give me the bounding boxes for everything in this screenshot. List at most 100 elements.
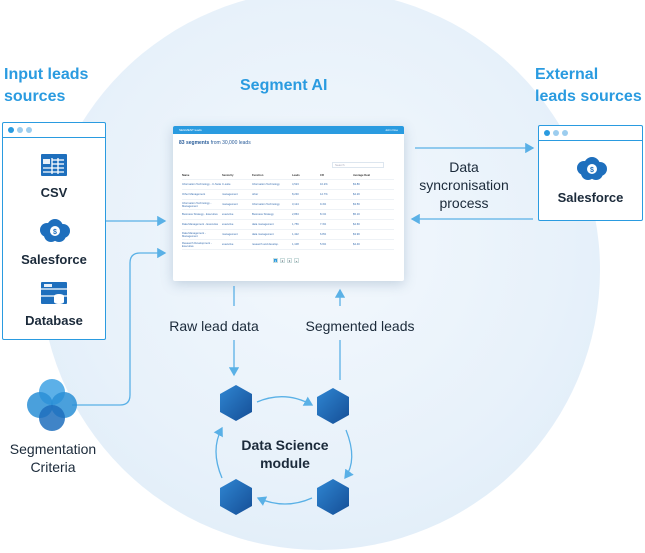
column-header[interactable]: Name [182,174,190,177]
window-dot-icon [544,130,550,136]
cycle-arrow-top [256,396,314,406]
window-bar [3,123,105,138]
table-cell: Information Technology - C-Suite [182,183,222,186]
label-line: process [439,195,489,211]
table-cell: $4.4K [353,243,361,246]
table-cell: 7.3% [320,223,327,226]
salesforce-icon: $ [40,219,70,242]
heading-line: leads sources [535,88,642,105]
table-row[interactable]: Data Management - Management management da… [182,230,394,240]
source-salesforce[interactable]: $ Salesforce [3,218,105,267]
external-sources-panel: $ Salesforce [538,125,643,221]
raw-lead-data-label: Raw lead data [169,318,259,334]
table-cell: 8.1% [320,213,327,216]
salesforce-icon: $ [576,157,607,180]
table-cell: 2,863 [292,213,299,216]
segmentation-criteria-label: Segmentation Criteria [0,440,106,476]
column-header[interactable]: Function [252,174,264,177]
table-cell: C-suite [222,183,231,186]
page-button[interactable]: 3 [287,258,292,263]
page-button[interactable]: 2 [280,258,285,263]
label-line: Criteria [30,459,76,475]
dashboard-search-input[interactable]: Search [332,162,384,168]
table-cell: executive [222,223,234,226]
source-database[interactable]: Database [3,281,105,328]
criteria-to-ai-arrow [72,247,167,406]
hexagon-node [317,388,349,424]
label-line: syncronisation [419,177,509,193]
page-button[interactable]: » [294,258,299,263]
heading-line: External [535,66,599,83]
data-science-module-label: Data Science module [226,436,344,472]
hexagon-node [220,385,252,421]
segments-count: 83 segments [179,140,210,146]
table-cell: 1,422 [292,233,299,236]
source-label: CSV [40,185,68,200]
source-label: Database [25,313,83,328]
segment-ai-heading: Segment AI [240,77,328,94]
external-salesforce[interactable]: $ Salesforce [539,156,642,205]
table-cell: $3.8K [353,183,361,186]
cycle-arrow-right [344,429,354,480]
table-cell: $3.5K [353,203,361,206]
table-cell: Information Technology [252,203,280,206]
segmented-leads-label: Segmented leads [305,318,415,334]
source-label: Salesforce [557,190,624,205]
window-dot-icon [562,130,568,136]
dashboard-app-name: SEGMENT leads [179,128,202,132]
input-sources-panel: CSV $ Salesforce Database [2,122,106,340]
table-cell: $4.6K [353,223,361,226]
label-line: Segmentation [9,441,97,457]
column-header[interactable]: Average Deal [353,174,370,177]
table-cell: 3,124 [292,203,299,206]
window-dot-icon [17,127,23,133]
svg-text:$: $ [53,229,57,236]
table-cell: Research Development - Executive [182,241,212,248]
heading-line: sources [4,88,66,105]
pagination: 1 2 3 » [273,258,299,263]
page-button[interactable]: 1 [273,258,278,263]
dashboard-user[interactable]: John Doe [385,128,398,132]
table-cell: 5.9% [320,243,327,246]
table-cell: Information Technology - Management [182,201,212,208]
table-cell: 1,108 [292,243,299,246]
table-cell: Business Strategy - Executive [182,213,218,216]
table-cell: executive [222,213,234,216]
dashboard-topbar: SEGMENT leads John Doe [173,126,404,134]
label-line: module [260,455,310,471]
table-cell: Information Technology [252,183,280,186]
column-header[interactable]: Seniority [222,174,234,177]
column-header[interactable]: CR [320,174,324,177]
table-cell: 6.8% [320,233,327,236]
window-dot-icon [553,130,559,136]
window-bar [539,126,642,141]
table-cell: executive [222,243,234,246]
leads-count: from 30,000 leads [210,140,251,146]
label-line: Data [449,159,479,175]
table-cell: Business Strategy [252,213,274,216]
table-row[interactable]: Research Development - Executive executiv… [182,240,394,250]
heading-line: Input leads [4,66,89,83]
table-cell: Other Management [182,193,206,196]
source-csv[interactable]: CSV [3,153,105,200]
table-cell: data management [252,233,274,236]
table-cell: data management [252,223,274,226]
source-label: Salesforce [21,252,87,267]
table-cell: research and develop. [252,243,279,246]
table-cell: management [222,233,238,236]
segment-ai-dashboard: SEGMENT leads John Doe 83 segments from … [173,126,404,281]
table-row[interactable]: Business Strategy - Executive executive Bu… [182,210,394,220]
column-header[interactable]: Leads [292,174,300,177]
table-cell: 4,523 [292,183,299,186]
table-cell: 12.7% [320,193,328,196]
table-cell: $4.2K [353,193,361,196]
database-icon [41,282,67,304]
table-cell: $3.9K [353,233,361,236]
table-cell: Data Management - Management [182,231,206,238]
table-cell: 9.4% [320,203,327,206]
